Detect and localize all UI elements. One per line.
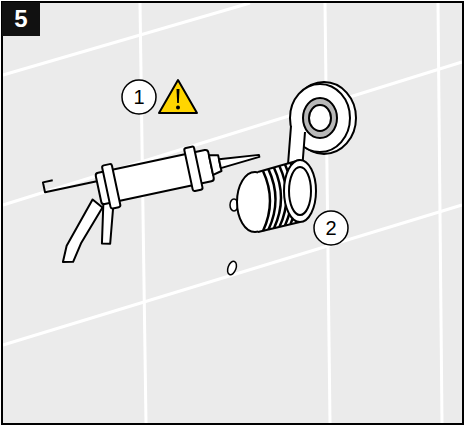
sealant-drop — [226, 260, 238, 276]
threaded-fitting — [237, 160, 316, 232]
warning-symbol — [159, 80, 197, 113]
callout-number: 2 — [325, 218, 336, 238]
callout-circle — [122, 80, 156, 114]
callout-circle — [314, 211, 348, 245]
step-number: 5 — [14, 7, 27, 31]
caulk-gun — [42, 133, 273, 264]
callout-number: 1 — [133, 87, 144, 107]
tile-joints — [3, 3, 462, 423]
step-box — [2, 2, 40, 36]
